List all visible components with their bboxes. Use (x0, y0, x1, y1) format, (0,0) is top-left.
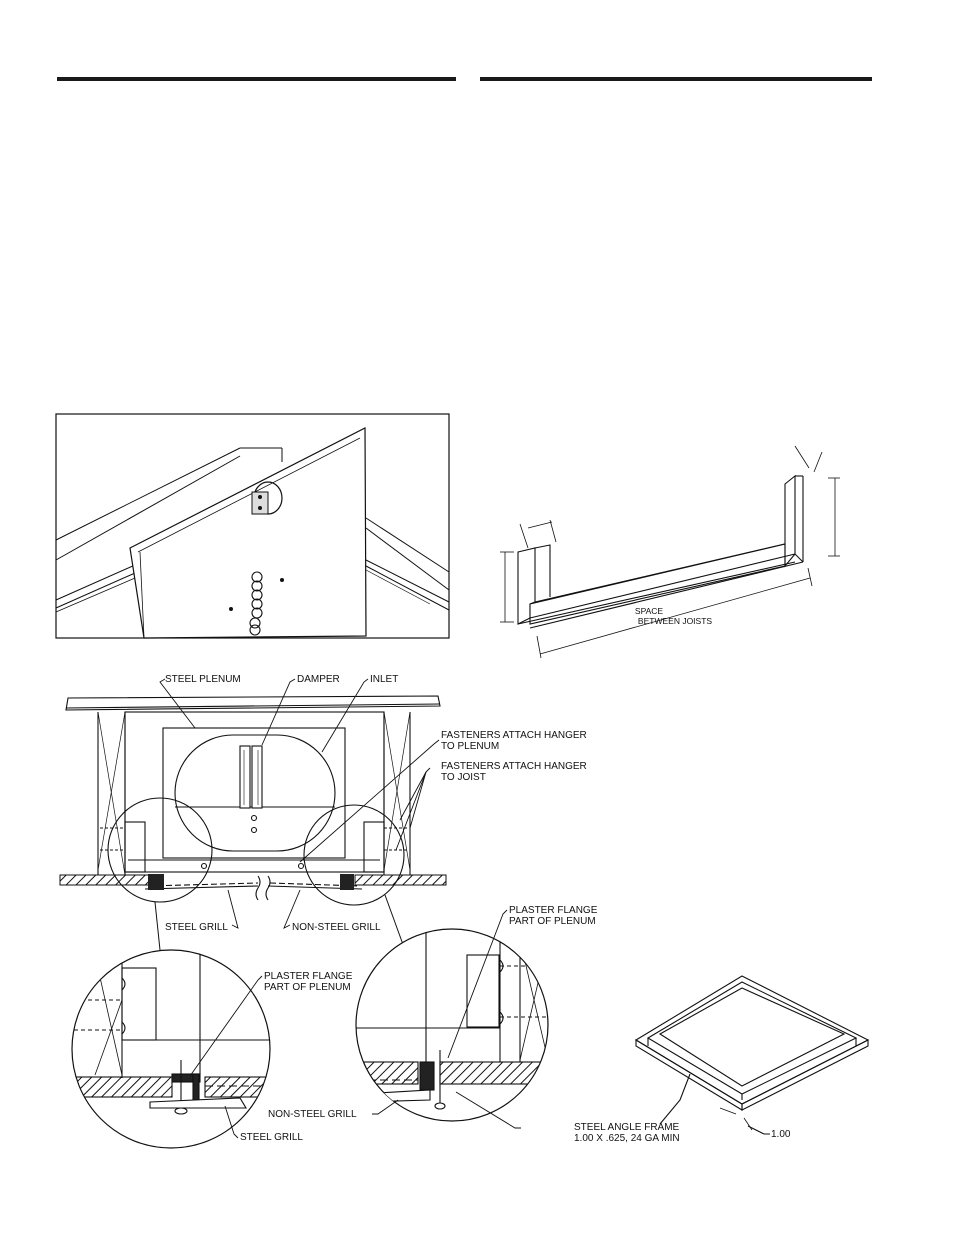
steel-angle-frame-label-2: 1.00 X .625, 24 GA MIN (574, 1133, 680, 1144)
frame-dimension-label: 1.00 (771, 1129, 791, 1140)
plaster-flange-right-label-1: PLASTER FLANGE (509, 905, 598, 916)
detail-circle-left (107, 797, 213, 903)
plaster-flange-right-label-2: PART OF PLENUM (509, 916, 596, 927)
non-steel-grill-label: NON-STEEL GRILL (292, 922, 381, 933)
ceiling-left (59, 874, 150, 886)
steel-angle-frame-drawing (634, 975, 870, 1135)
fasteners-plenum-label-2: TO PLENUM (441, 741, 499, 752)
flange-right (340, 874, 354, 890)
steel-grill-label: STEEL GRILL (165, 922, 228, 933)
detail-circle-right (303, 804, 405, 906)
fasteners-joist-label-2: TO JOIST (441, 772, 486, 783)
steel-plenum-label: STEEL PLENUM (165, 674, 241, 685)
damper-label: DAMPER (297, 674, 340, 685)
header-rule-left (57, 77, 456, 81)
steel-angle-frame-label-1: STEEL ANGLE FRAME (574, 1122, 680, 1133)
space-between-joists-label-1: SPACE (635, 606, 664, 616)
plaster-flange-left-label-1: PLASTER FLANGE (264, 971, 353, 982)
ceiling-right (354, 874, 447, 886)
hanger-channel-drawing (500, 445, 840, 659)
fasteners-joist-label-1: FASTENERS ATTACH HANGER (441, 761, 587, 772)
steel-grill-detail-label: STEEL GRILL (240, 1132, 303, 1143)
assembly-drawing (65, 695, 441, 901)
header-rule-right (480, 77, 872, 81)
non-steel-grill-detail-label: NON-STEEL GRILL (268, 1109, 357, 1120)
fasteners-plenum-label-1: FASTENERS ATTACH HANGER (441, 730, 587, 741)
space-between-joists-label-2: BETWEEN JOISTS (638, 616, 712, 626)
plaster-flange-left-label-2: PART OF PLENUM (264, 982, 351, 993)
damper-photo (55, 413, 450, 639)
detail-right: PLASTER FLANGE PART OF PLENUM NON-STEEL … (268, 905, 680, 1144)
detail-left: PLASTER FLANGE PART OF PLENUM STEEL GRIL… (71, 949, 353, 1149)
flange-left (148, 874, 164, 890)
inlet-label: INLET (370, 674, 398, 685)
